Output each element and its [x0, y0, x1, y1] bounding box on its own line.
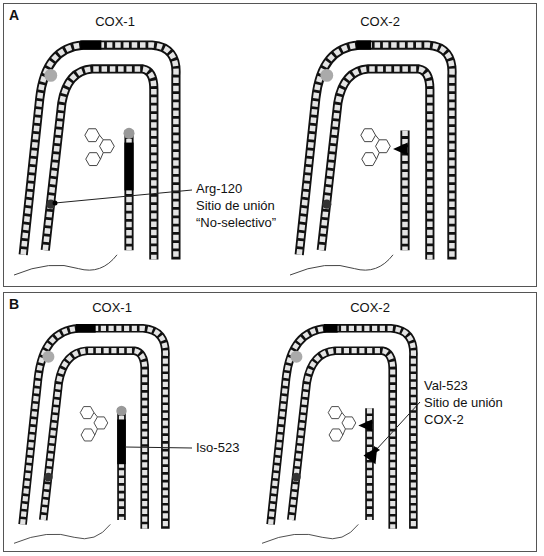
protein-title: COX-2: [360, 14, 400, 29]
residue-label: Val-523: [424, 378, 468, 393]
residue-label: Arg-120: [196, 181, 242, 196]
residue-label: Iso-523: [196, 440, 239, 455]
panel-letter: A: [9, 7, 19, 23]
protein-title: COX-1: [95, 14, 135, 29]
protein-title: COX-1: [92, 300, 132, 315]
site-label: Sitio de unión: [196, 198, 275, 213]
protein-title: COX-2: [350, 300, 390, 315]
site-label: COX-2: [424, 412, 464, 427]
site-label: Sitio de unión: [424, 395, 503, 410]
panel-letter: B: [9, 296, 19, 312]
site-label: “No-selectivo”: [196, 215, 276, 230]
figure-panel: A: [3, 3, 537, 287]
